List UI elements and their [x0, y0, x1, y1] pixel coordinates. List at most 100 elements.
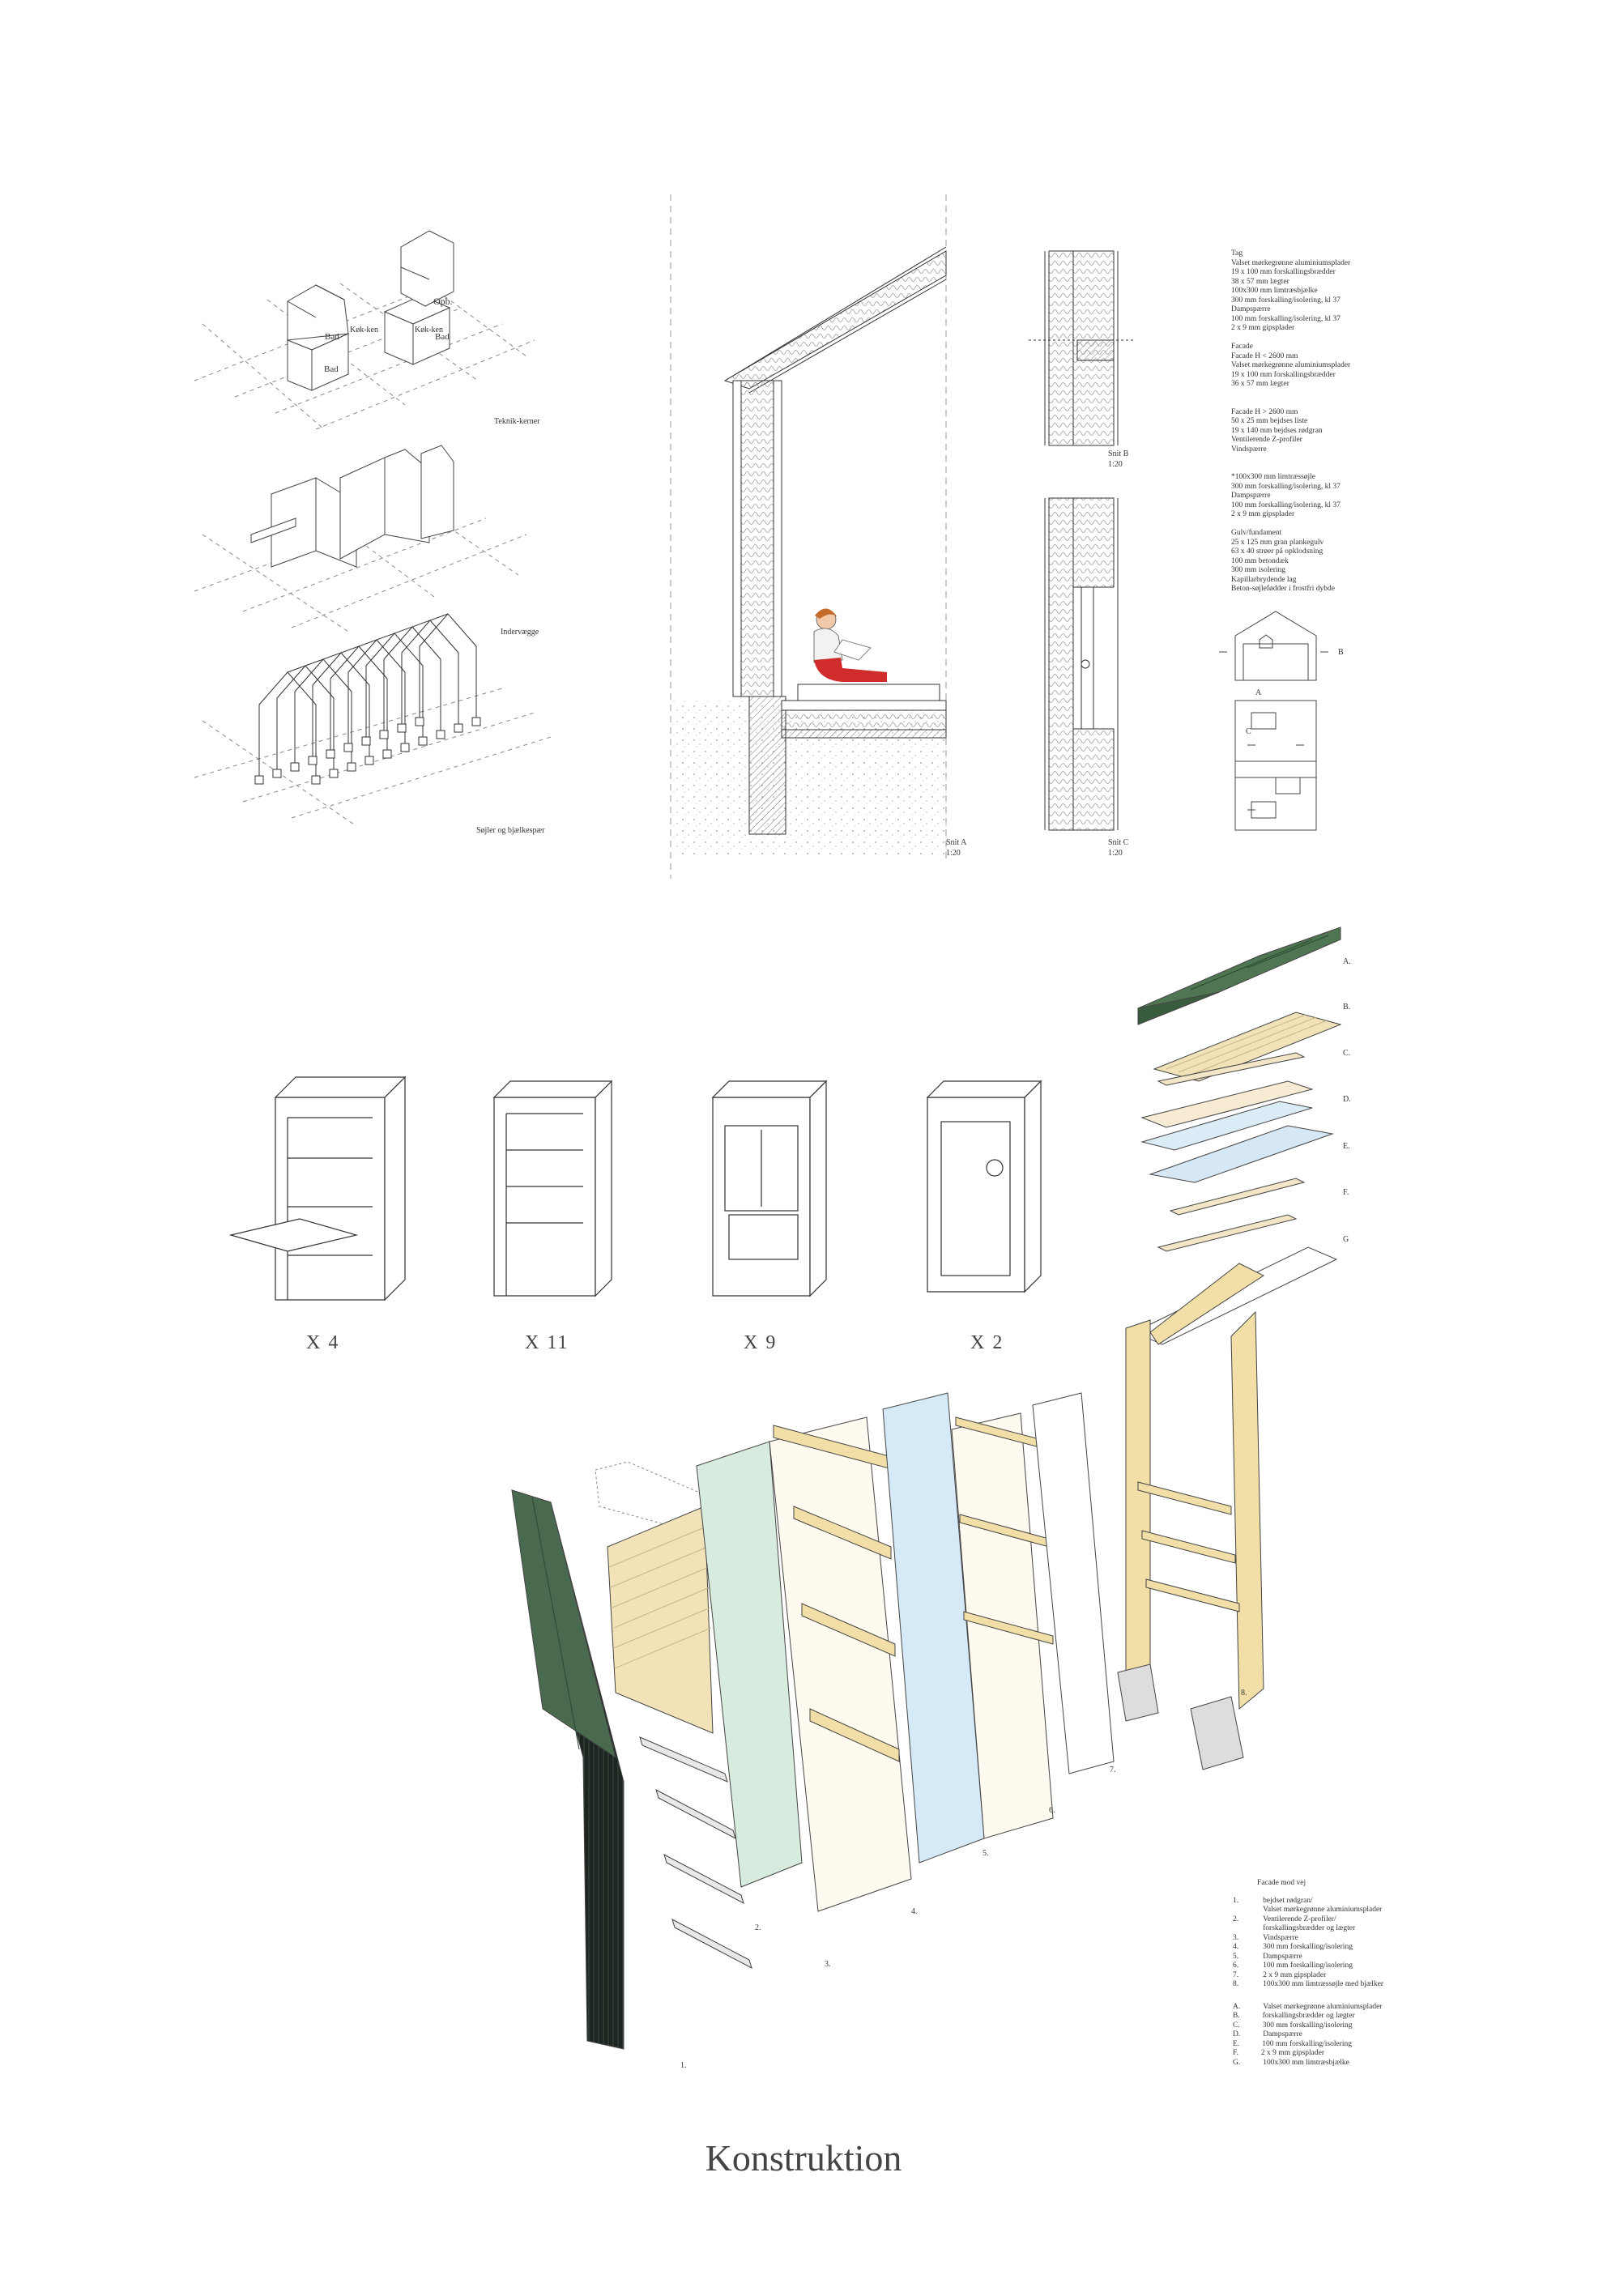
legend-row-a: A. Valset mørkegrønne aluminiumsplader: [1233, 2003, 1383, 2013]
snit-c-drawing: [1044, 497, 1119, 831]
wall-layer-1: 1.: [680, 2061, 687, 2070]
legend-row-1: 1. bejdset rødgran/ Valset mørkegrønne al…: [1233, 1897, 1383, 1915]
legend: Facade mod vej 1. bejdset rødgran/ Valset…: [1233, 1879, 1383, 2068]
legend-text: forskallingsbrædder og lægter: [1262, 2012, 1355, 2020]
roof-layer-d: D.: [1343, 1095, 1351, 1104]
legend-text: 300 mm forskalling/isolering: [1263, 1943, 1353, 1951]
legend-text: Dampspærre: [1263, 1952, 1302, 1961]
module-count-2: X 11: [525, 1332, 569, 1353]
exploded-roof: [1132, 926, 1342, 1345]
legend-key: E.: [1233, 2039, 1240, 2048]
axon-teknik-kerner: [194, 230, 535, 430]
legend-key: 7.: [1233, 1970, 1239, 1979]
snit-b-scale: 1:20: [1108, 460, 1123, 469]
snit-c-label: Snit C: [1108, 838, 1129, 847]
legend-text: 300 mm forskalling/isolering: [1262, 2021, 1353, 2030]
plan-label-b: B: [1338, 648, 1344, 657]
legend-key: 5.: [1233, 1952, 1239, 1961]
roof-layer-c: C.: [1343, 1049, 1351, 1058]
roof-layer-a: A.: [1343, 957, 1351, 966]
snit-b-label: Snit B: [1108, 449, 1129, 458]
legend-key: A.: [1233, 2002, 1241, 2011]
page-title: Konstruktion: [705, 2137, 902, 2179]
legend-key: 3.: [1233, 1933, 1239, 1942]
roof-layer-f: F.: [1343, 1188, 1349, 1197]
legend-row-c: C. 300 mm forskalling/isolering: [1233, 2021, 1383, 2031]
snit-b-drawing: [1029, 250, 1134, 446]
legend-row-8: 8. 100x300 mm limtræssøjle med bjælker: [1233, 1980, 1383, 1990]
legend-text: 100x300 mm limtræsbjælke: [1263, 2058, 1349, 2067]
legend-text: bejdset rødgran/ Valset mørkegrønne alum…: [1263, 1896, 1383, 1915]
legend-row-7: 7. 2 x 9 mm gipsplader: [1233, 1971, 1383, 1981]
legend-text: Ventilerende Z-profiler/ forskallingsbræ…: [1263, 1915, 1356, 1933]
legend-key: 1.: [1233, 1896, 1239, 1905]
section-dividers: [670, 194, 947, 879]
legend-row-2: 2. Ventilerende Z-profiler/ forskallingsb…: [1233, 1915, 1383, 1934]
roof-layer-b: B.: [1343, 1003, 1351, 1012]
snit-a-drawing: [672, 246, 948, 854]
wall-layer-4: 4.: [911, 1907, 918, 1916]
module-4-drawing: [926, 1080, 1042, 1293]
roof-layer-e: E.: [1343, 1142, 1350, 1151]
module-count-4: X 2: [970, 1332, 1004, 1353]
axon-indervaegge: [194, 445, 527, 633]
room-label-5: Bad: [435, 332, 450, 342]
module-count-3: X 9: [744, 1332, 778, 1353]
room-label-2: Bad: [324, 364, 339, 374]
module-count-1: X 4: [306, 1332, 340, 1353]
legend-row-d: D. Dampspærre: [1233, 2030, 1383, 2040]
legend-text: 100 mm forskalling/isolering: [1263, 1962, 1353, 1970]
legend-text: Vindspærre: [1263, 1933, 1298, 1942]
room-label-4: Køk-ken: [415, 326, 443, 334]
wall-layer-3: 3.: [825, 1960, 831, 1969]
legend-heading: Facade mod vej: [1257, 1879, 1306, 1887]
label-sojler: Søjler og bjælkespær: [476, 826, 545, 835]
legend-key: F.: [1233, 2049, 1238, 2057]
module-2-drawing: [492, 1080, 613, 1297]
legend-row-4: 4. 300 mm forskalling/isolering: [1233, 1943, 1383, 1953]
plan-label-c: C: [1246, 727, 1251, 736]
wall-layer-6: 6.: [1049, 1806, 1055, 1815]
legend-row-6: 6. 100 mm forskalling/isolering: [1233, 1962, 1383, 1971]
legend-text: 100 mm forskalling/isolering: [1262, 2039, 1353, 2048]
axon-sojler: [194, 613, 552, 827]
wall-layer-8: 8.: [1241, 1689, 1247, 1698]
legend-key: 2.: [1233, 1915, 1239, 1923]
legend-row-5: 5. Dampspærre: [1233, 1953, 1383, 1962]
wall-layer-2: 2.: [755, 1923, 761, 1932]
legend-key: G.: [1233, 2058, 1241, 2067]
legend-text: Valset mørkegrønne aluminiumsplader: [1263, 2002, 1383, 2011]
room-label-1: Bad: [325, 332, 339, 342]
legend-text: 2 x 9 mm gipsplader: [1260, 2049, 1325, 2057]
module-1-drawing: [228, 1076, 407, 1301]
snit-c-scale: 1:20: [1108, 849, 1123, 858]
legend-text: 100x300 mm limtræssøjle med bjælker: [1263, 1980, 1383, 1988]
room-label-3: Køk-ken: [350, 326, 378, 334]
snit-a-scale: 1:20: [946, 849, 961, 858]
roof-layer-g: G: [1343, 1235, 1349, 1244]
legend-key: 4.: [1233, 1943, 1239, 1951]
key-plan: [1219, 611, 1328, 831]
legend-key: B.: [1233, 2012, 1240, 2020]
exploded-wall: [511, 1263, 1265, 2050]
legend-key: C.: [1233, 2021, 1240, 2030]
legend-key: D.: [1233, 2030, 1241, 2038]
label-teknik-kerner: Teknik-kerner: [494, 417, 540, 426]
legend-key: 6.: [1233, 1962, 1239, 1970]
legend-text: Dampspærre: [1263, 2030, 1302, 2038]
label-indervaegge: Indervægge: [501, 628, 539, 637]
wall-layer-5: 5.: [983, 1849, 989, 1858]
plan-label-a: A: [1255, 688, 1262, 697]
legend-text: 2 x 9 mm gipsplader: [1263, 1970, 1327, 1979]
build-up-spec: Tag Valset mørkegrønne aluminiumsplader …: [1231, 249, 1351, 593]
legend-row-b: B. forskallingsbrædder og lægter: [1233, 2012, 1383, 2021]
legend-row-g: G. 100x300 mm limtræsbjælke: [1233, 2059, 1383, 2068]
legend-key: 8.: [1233, 1980, 1239, 1988]
legend-row-e: E. 100 mm forskalling/isolering: [1233, 2040, 1383, 2050]
legend-row-f: F. 2 x 9 mm gipsplader: [1233, 2049, 1383, 2059]
module-3-drawing: [711, 1080, 828, 1297]
reading-girl-figure: [813, 608, 887, 682]
snit-a-label: Snit A: [946, 838, 967, 847]
wall-layer-7: 7.: [1110, 1766, 1116, 1774]
